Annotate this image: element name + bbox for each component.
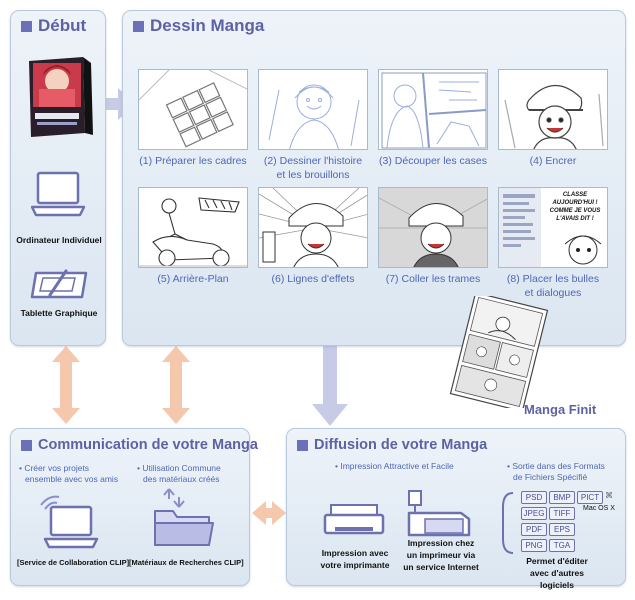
format-stack-bracket: [502, 492, 514, 554]
step-1-caption: (1) Préparer les cadres: [139, 155, 247, 167]
step-3-thumbnail: [378, 69, 488, 150]
step-1-thumbnail: [138, 69, 248, 150]
step-5: (5) Arrière-Plan: [138, 187, 248, 286]
step-7: (7) Coller les trames: [378, 187, 488, 286]
step-2-thumbnail: [258, 69, 368, 150]
step-5-caption: (5) Arrière-Plan: [157, 273, 229, 285]
apple-icon: ⌘: [605, 491, 613, 500]
step-2-caption: (2) Dessiner l'histoire et les brouillon…: [263, 155, 363, 181]
square-bullet-icon: [21, 20, 32, 32]
step-7-caption: (7) Coller les trames: [385, 273, 481, 285]
step-6: (6) Lignes d'effets: [258, 187, 368, 286]
folder-icon: [154, 488, 214, 546]
arrow-communication-diffusion: [252, 501, 286, 525]
communication-item1-text: • Créer vos projets ensemble avec vos am…: [19, 463, 119, 484]
research-materials-label: [Matériaux de Recherches CLIP]: [129, 558, 244, 567]
step-8-caption: (8) Placer les bulles et dialogues: [506, 273, 600, 299]
format-pict: PICT: [577, 491, 603, 504]
macos-label: Mac OS X: [583, 505, 615, 512]
step-5-thumbnail: [138, 187, 248, 268]
print-home-label: Impression avec votre imprimante: [320, 548, 390, 570]
print-shop-icon: [407, 490, 471, 537]
communication-title: Communication de votre Manga: [21, 437, 258, 453]
software-box-image: [29, 57, 93, 137]
step-3-caption: (3) Découper les cases: [379, 155, 487, 167]
format-pdf: PDF: [521, 523, 547, 536]
step-3: (3) Découper les cases: [378, 69, 488, 168]
printer-icon: [323, 504, 385, 535]
format-jpeg: JPEG: [521, 507, 547, 520]
format-eps: EPS: [549, 523, 575, 536]
dessin-panel: Dessin Manga (1) Préparer les cadres: [122, 10, 626, 346]
step-4: (4) Encrer: [498, 69, 608, 168]
speech-bubble-text: CLASSE AUJOURD'HUI ! COMME JE VOUS L'AVA…: [549, 192, 601, 222]
diffusion-title: Diffusion de votre Manga: [297, 437, 487, 453]
step-4-caption: (4) Encrer: [529, 155, 577, 167]
debut-title: Début: [21, 16, 86, 36]
debut-panel: Début Ordinateur Individuel Tablette Gra…: [10, 10, 106, 346]
tablette-label: Tablette Graphique: [20, 308, 98, 318]
step-2: (2) Dessiner l'histoire et les brouillon…: [258, 69, 368, 182]
collaboration-service-label: [Service de Collaboration CLIP]: [17, 558, 130, 567]
manga-page-image: [449, 296, 549, 408]
sortie-header: • Sortie dans des Formats de Fichiers Sp…: [507, 461, 605, 482]
print-service-label: Impression chez un imprimeur via un serv…: [403, 538, 479, 572]
square-bullet-icon: [21, 439, 32, 451]
step-1: (1) Préparer les cadres: [138, 69, 248, 168]
step-8-thumbnail: CLASSE AUJOURD'HUI ! COMME JE VOUS L'AVA…: [498, 187, 608, 268]
tablet-icon: [30, 269, 88, 299]
step-6-caption: (6) Lignes d'effets: [271, 273, 355, 285]
ordinateur-label: Ordinateur Individuel: [16, 235, 102, 245]
format-psd: PSD: [521, 491, 547, 504]
communication-item2-text: • Utilisation Commune des matériaux créé…: [137, 463, 221, 484]
arrow-dessin-communication: [162, 346, 190, 424]
communication-panel: Communication de votre Manga • Créer vos…: [10, 428, 258, 586]
impression-header: • Impression Attractive et Facile: [335, 461, 454, 471]
format-tga: TGA: [549, 539, 575, 552]
step-8: CLASSE AUJOURD'HUI ! COMME JE VOUS L'AVA…: [498, 187, 608, 300]
laptop-icon: [31, 171, 86, 217]
format-bmp: BMP: [549, 491, 575, 504]
format-tiff: TIFF: [549, 507, 575, 520]
square-bullet-icon: [297, 439, 308, 451]
wifi-laptop-icon: [40, 495, 99, 549]
arrow-dessin-to-diffusion: [312, 345, 348, 426]
step-7-thumbnail: [378, 187, 488, 268]
square-bullet-icon: [133, 20, 144, 32]
arrow-debut-communication: [52, 346, 80, 424]
edit-text-label: Permet d'éditer avec d'autres logiciels: [526, 556, 588, 590]
step-6-thumbnail: [258, 187, 368, 268]
step-4-thumbnail: [498, 69, 608, 150]
format-png: PNG: [521, 539, 547, 552]
manga-finit-label: Manga Finit: [524, 402, 597, 417]
diffusion-panel: Diffusion de votre Manga • Impression At…: [286, 428, 626, 590]
dessin-title: Dessin Manga: [133, 16, 264, 36]
